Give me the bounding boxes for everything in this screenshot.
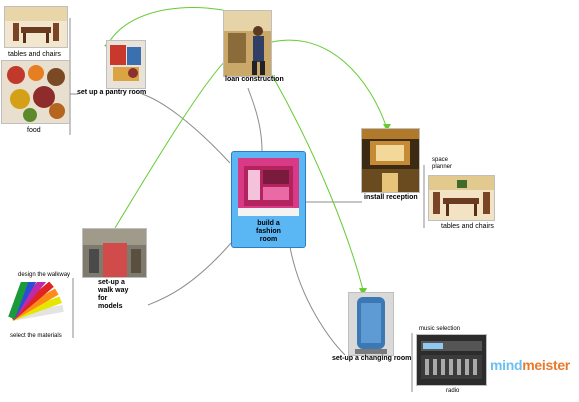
install-reception-image[interactable] — [361, 128, 420, 193]
pantry-room-label: set up a pantry room — [77, 89, 147, 96]
pantry-room-image[interactable] — [106, 40, 146, 89]
food-image[interactable] — [1, 60, 70, 124]
materials-swatch-image[interactable] — [6, 282, 67, 325]
center-node-fashion-room[interactable]: build a fashion room — [231, 151, 306, 248]
walkway-label: set-up a walk way for models — [98, 279, 129, 310]
connector-loan — [247, 87, 263, 152]
connector-walkway — [147, 242, 232, 306]
link-loan-changing — [271, 74, 364, 291]
install-reception-label: install reception — [364, 194, 418, 201]
tables-chairs-right-image[interactable] — [428, 175, 495, 221]
link-walkway-loan — [114, 54, 233, 229]
select-materials-label: select the materials — [10, 333, 62, 339]
design-walkway-label: design the walkway — [18, 272, 71, 278]
link-loan-reception — [271, 39, 387, 127]
connector-pantry-leaves — [69, 18, 78, 135]
music-selection-label: music selection — [419, 326, 461, 332]
loan-construction-label: loan construction — [225, 76, 284, 83]
walkway-image[interactable] — [82, 228, 147, 278]
changing-room-image[interactable] — [348, 292, 394, 356]
mindmeister-logo: mindmeister — [490, 357, 570, 373]
tables-chairs-right-label: tables and chairs — [441, 223, 494, 230]
center-node-image — [238, 158, 299, 216]
food-label: food — [27, 127, 41, 134]
tables-chairs-left-image[interactable] — [4, 6, 68, 48]
center-node-label: build a fashion room — [256, 220, 281, 243]
changing-room-label: set-up a changing room — [332, 355, 412, 362]
tables-chairs-left-label: tables and chairs — [8, 51, 61, 58]
space-planner-label: space planner — [432, 157, 453, 170]
loan-construction-image[interactable] — [223, 10, 272, 77]
radio-label: radio — [446, 388, 460, 394]
radio-image[interactable] — [416, 334, 487, 386]
connector-pantry — [141, 93, 231, 164]
connector-changing — [289, 246, 346, 356]
